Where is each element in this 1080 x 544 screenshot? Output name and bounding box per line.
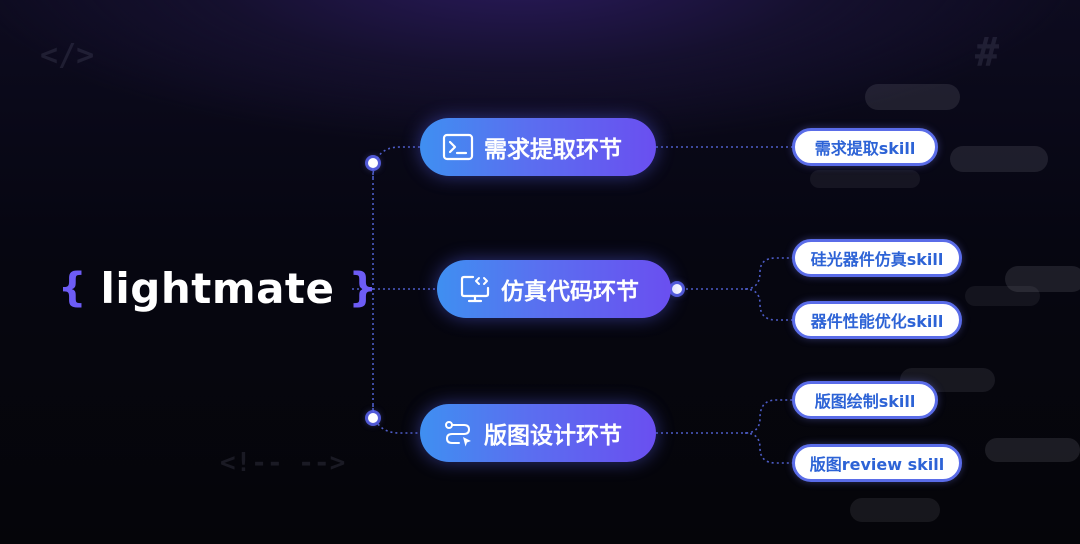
connector-stage-1 [372, 146, 422, 179]
connector-skill-2 [676, 257, 792, 290]
background-bar [950, 146, 1048, 172]
skill-label: 器件性能优化skill [810, 312, 944, 331]
background-bar [985, 438, 1080, 462]
background-bar [850, 498, 940, 522]
connector-node [672, 284, 682, 294]
background-comment-tag: <!-- --> [220, 448, 346, 478]
stage-label: 仿真代码环节 [501, 279, 639, 305]
monitor-code-icon [459, 273, 491, 305]
skill-layout-drawing[interactable]: 版图绘制skill [792, 381, 938, 419]
stage-simulation-code[interactable]: 仿真代码环节 [437, 260, 671, 318]
stage-requirement-extraction[interactable]: 需求提取环节 [420, 118, 656, 176]
skill-label: 需求提取skill [814, 139, 916, 158]
connector-stage-3 [372, 404, 422, 434]
connector-node [368, 413, 378, 423]
background-bar [865, 84, 960, 110]
logo-open-brace: { [58, 265, 87, 311]
skill-device-performance-optimization[interactable]: 器件性能优化skill [792, 301, 962, 339]
background-bar [810, 170, 920, 188]
background-bar [1005, 266, 1080, 292]
skill-silicon-photonics-simulation[interactable]: 硅光器件仿真skill [792, 239, 962, 277]
skill-requirement-extraction[interactable]: 需求提取skill [792, 128, 938, 166]
connector-skill-4 [656, 399, 792, 434]
route-path-icon [442, 417, 474, 449]
terminal-icon [442, 131, 474, 163]
stage-layout-design[interactable]: 版图设计环节 [420, 404, 656, 462]
background-hash-symbol: # [975, 30, 1000, 76]
logo-close-brace: } [348, 265, 377, 311]
stage-label: 需求提取环节 [484, 137, 622, 163]
skill-layout-review[interactable]: 版图review skill [792, 444, 962, 482]
background-code-tag: </> [40, 38, 95, 73]
background-bar [965, 286, 1040, 306]
connector-skill-3 [744, 288, 792, 321]
skill-label: 硅光器件仿真skill [810, 250, 944, 269]
lightmate-logo: { lightmate } [58, 262, 377, 314]
stage-label: 版图设计环节 [484, 423, 622, 449]
logo-wordmark: lightmate [100, 263, 335, 313]
skill-label: 版图绘制skill [814, 392, 916, 411]
connector-node [368, 158, 378, 168]
skill-label: 版图review skill [809, 455, 945, 474]
connector-skill-5 [744, 432, 792, 464]
